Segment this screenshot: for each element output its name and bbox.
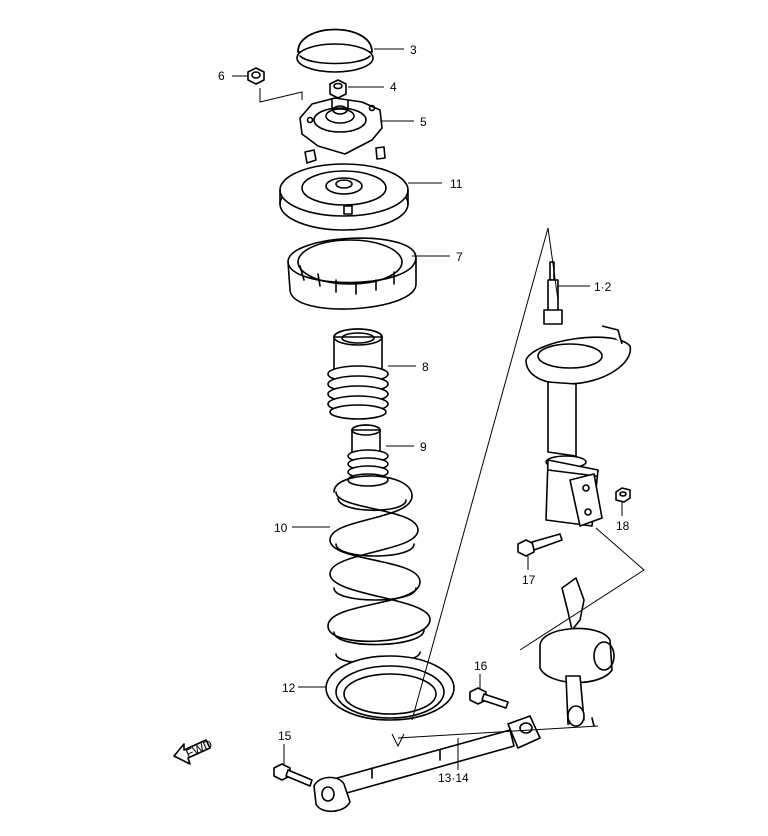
callout-11: 11 xyxy=(450,177,463,191)
callout-3: 3 xyxy=(410,43,417,57)
callout-12: 12 xyxy=(282,681,296,695)
part-7-insulator xyxy=(287,237,417,310)
callout-17: 17 xyxy=(522,573,536,587)
part-6-dashed-leader xyxy=(259,88,303,103)
assembly-line-right xyxy=(519,527,645,651)
studs xyxy=(304,146,386,164)
part-18-nut xyxy=(615,487,631,503)
callout-6: 6 xyxy=(218,69,225,83)
callout-8: 8 xyxy=(422,360,429,374)
fwd-label: FWD xyxy=(184,737,215,761)
part-10-coil-spring xyxy=(327,475,431,665)
part-16-bolt xyxy=(469,687,509,709)
callout-13-14: 13·14 xyxy=(438,771,469,785)
part-12-lower-seat xyxy=(325,655,455,721)
part-11-upper-seat xyxy=(279,163,409,231)
callout-7: 7 xyxy=(456,250,463,264)
part-15-bolt xyxy=(273,763,313,787)
assembly-line-left xyxy=(411,227,549,721)
part-3-dust-cap xyxy=(296,28,374,73)
callout-9: 9 xyxy=(420,440,427,454)
callout-5: 5 xyxy=(420,115,427,129)
assembly-arrow xyxy=(391,733,405,748)
assembly-line-bottom xyxy=(397,725,599,739)
assembly-line-top xyxy=(547,227,559,301)
part-4-nut xyxy=(329,79,347,99)
callout-1-2: 1·2 xyxy=(594,280,612,294)
callout-16: 16 xyxy=(474,659,488,673)
callout-15: 15 xyxy=(278,729,292,743)
callout-4: 4 xyxy=(390,80,397,94)
part-17-bolt xyxy=(517,533,563,557)
part-5-strut-mount xyxy=(299,97,383,155)
fwd-arrow-icon: FWD xyxy=(173,737,215,765)
callout-18: 18 xyxy=(616,519,630,533)
leader-lines xyxy=(232,48,623,770)
part-1-2-strut xyxy=(525,261,632,527)
part-8-bump-stopper xyxy=(327,328,389,420)
callout-10: 10 xyxy=(274,521,288,535)
knuckle xyxy=(539,577,615,727)
part-13-14-lateral-rod xyxy=(313,715,541,813)
part-6-nut xyxy=(247,67,265,85)
